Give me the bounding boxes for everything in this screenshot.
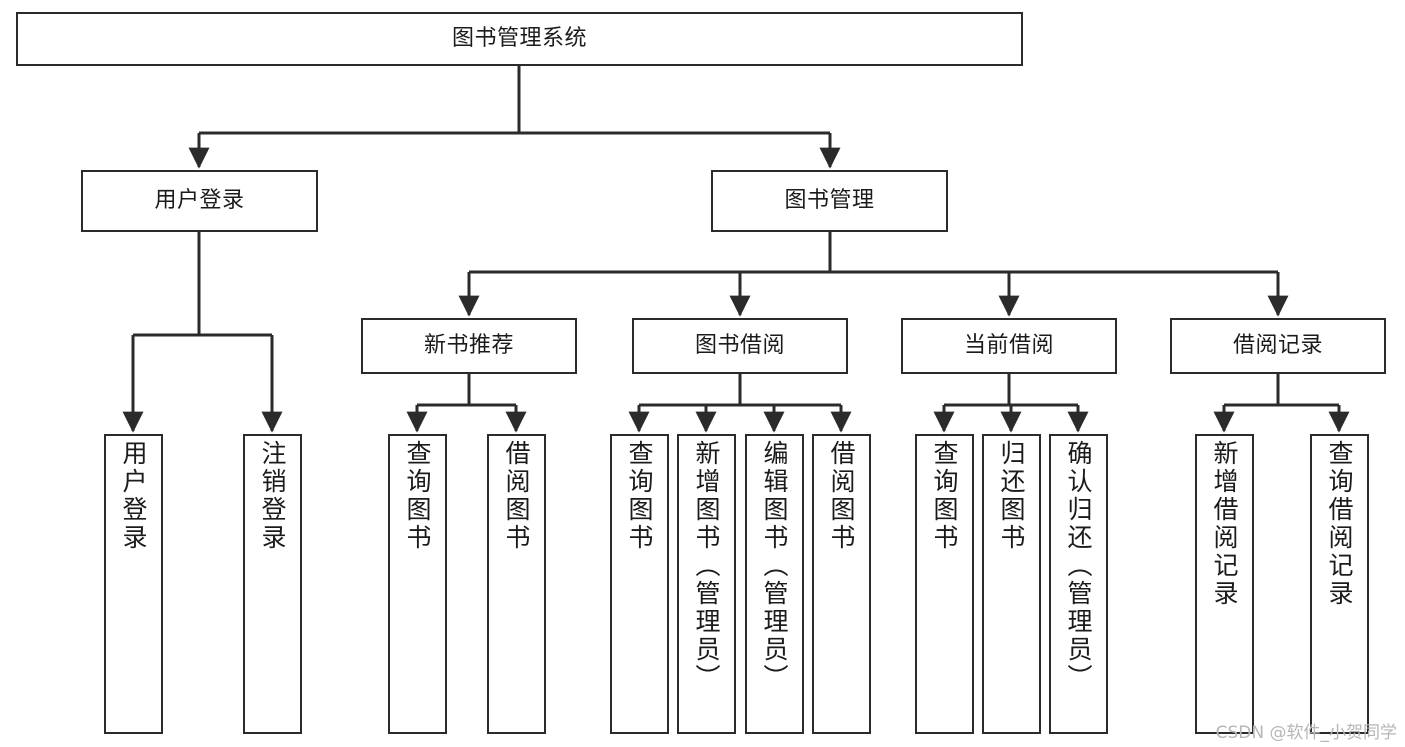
leaf-node-borrow-book-label: 借阅图书 (827, 440, 856, 552)
leaf-node-edit-book-admin[interactable]: 编辑图书（管理员） (745, 434, 804, 734)
leaf-node-edit-book-admin-label: 编辑图书（管理员） (760, 440, 789, 692)
leaf-node-return-book[interactable]: 归还图书 (982, 434, 1041, 734)
leaf-node-return-book-label: 归还图书 (997, 440, 1026, 552)
leaf-node-query-book-borrow-label: 查询图书 (625, 440, 654, 552)
leaf-node-confirm-return-admin-label: 确认归还（管理员） (1064, 440, 1093, 692)
node-user-login[interactable]: 用户登录 (81, 170, 318, 232)
leaf-node-borrow-book-new[interactable]: 借阅图书 (487, 434, 546, 734)
node-new-book-recommend-label: 新书推荐 (423, 332, 514, 358)
leaf-node-borrow-book[interactable]: 借阅图书 (812, 434, 871, 734)
node-current-borrow-label: 当前借阅 (963, 332, 1054, 358)
leaf-node-query-book-new-label: 查询图书 (403, 440, 432, 552)
node-book-management[interactable]: 图书管理 (711, 170, 948, 232)
node-root[interactable]: 图书管理系统 (16, 12, 1023, 66)
leaf-node-user-login[interactable]: 用户登录 (104, 434, 163, 734)
node-book-borrow-label: 图书借阅 (694, 332, 785, 358)
node-book-management-label: 图书管理 (784, 187, 875, 213)
leaf-node-query-book-current[interactable]: 查询图书 (915, 434, 974, 734)
leaf-node-logout-label: 注销登录 (258, 440, 287, 552)
leaf-node-add-borrow-record-label: 新增借阅记录 (1210, 440, 1239, 608)
leaf-node-query-borrow-record[interactable]: 查询借阅记录 (1310, 434, 1369, 734)
leaf-node-query-book-new[interactable]: 查询图书 (388, 434, 447, 734)
node-user-login-label: 用户登录 (154, 187, 245, 213)
node-new-book-recommend[interactable]: 新书推荐 (361, 318, 577, 374)
leaf-node-query-book-current-label: 查询图书 (930, 440, 959, 552)
leaf-node-add-book-admin[interactable]: 新增图书（管理员） (677, 434, 736, 734)
leaf-node-user-login-label: 用户登录 (119, 440, 148, 552)
node-book-borrow[interactable]: 图书借阅 (632, 318, 848, 374)
leaf-node-confirm-return-admin[interactable]: 确认归还（管理员） (1049, 434, 1108, 734)
leaf-node-logout[interactable]: 注销登录 (243, 434, 302, 734)
leaf-node-query-book-borrow[interactable]: 查询图书 (610, 434, 669, 734)
leaf-node-borrow-book-new-label: 借阅图书 (502, 440, 531, 552)
node-borrow-record-label: 借阅记录 (1232, 332, 1323, 358)
leaf-node-query-borrow-record-label: 查询借阅记录 (1325, 440, 1354, 608)
node-root-label: 图书管理系统 (451, 25, 587, 51)
node-current-borrow[interactable]: 当前借阅 (901, 318, 1117, 374)
csdn-watermark: CSDN @软件_小贺同学 (1215, 723, 1397, 743)
leaf-node-add-book-admin-label: 新增图书（管理员） (692, 440, 721, 692)
leaf-node-add-borrow-record[interactable]: 新增借阅记录 (1195, 434, 1254, 734)
node-borrow-record[interactable]: 借阅记录 (1170, 318, 1386, 374)
